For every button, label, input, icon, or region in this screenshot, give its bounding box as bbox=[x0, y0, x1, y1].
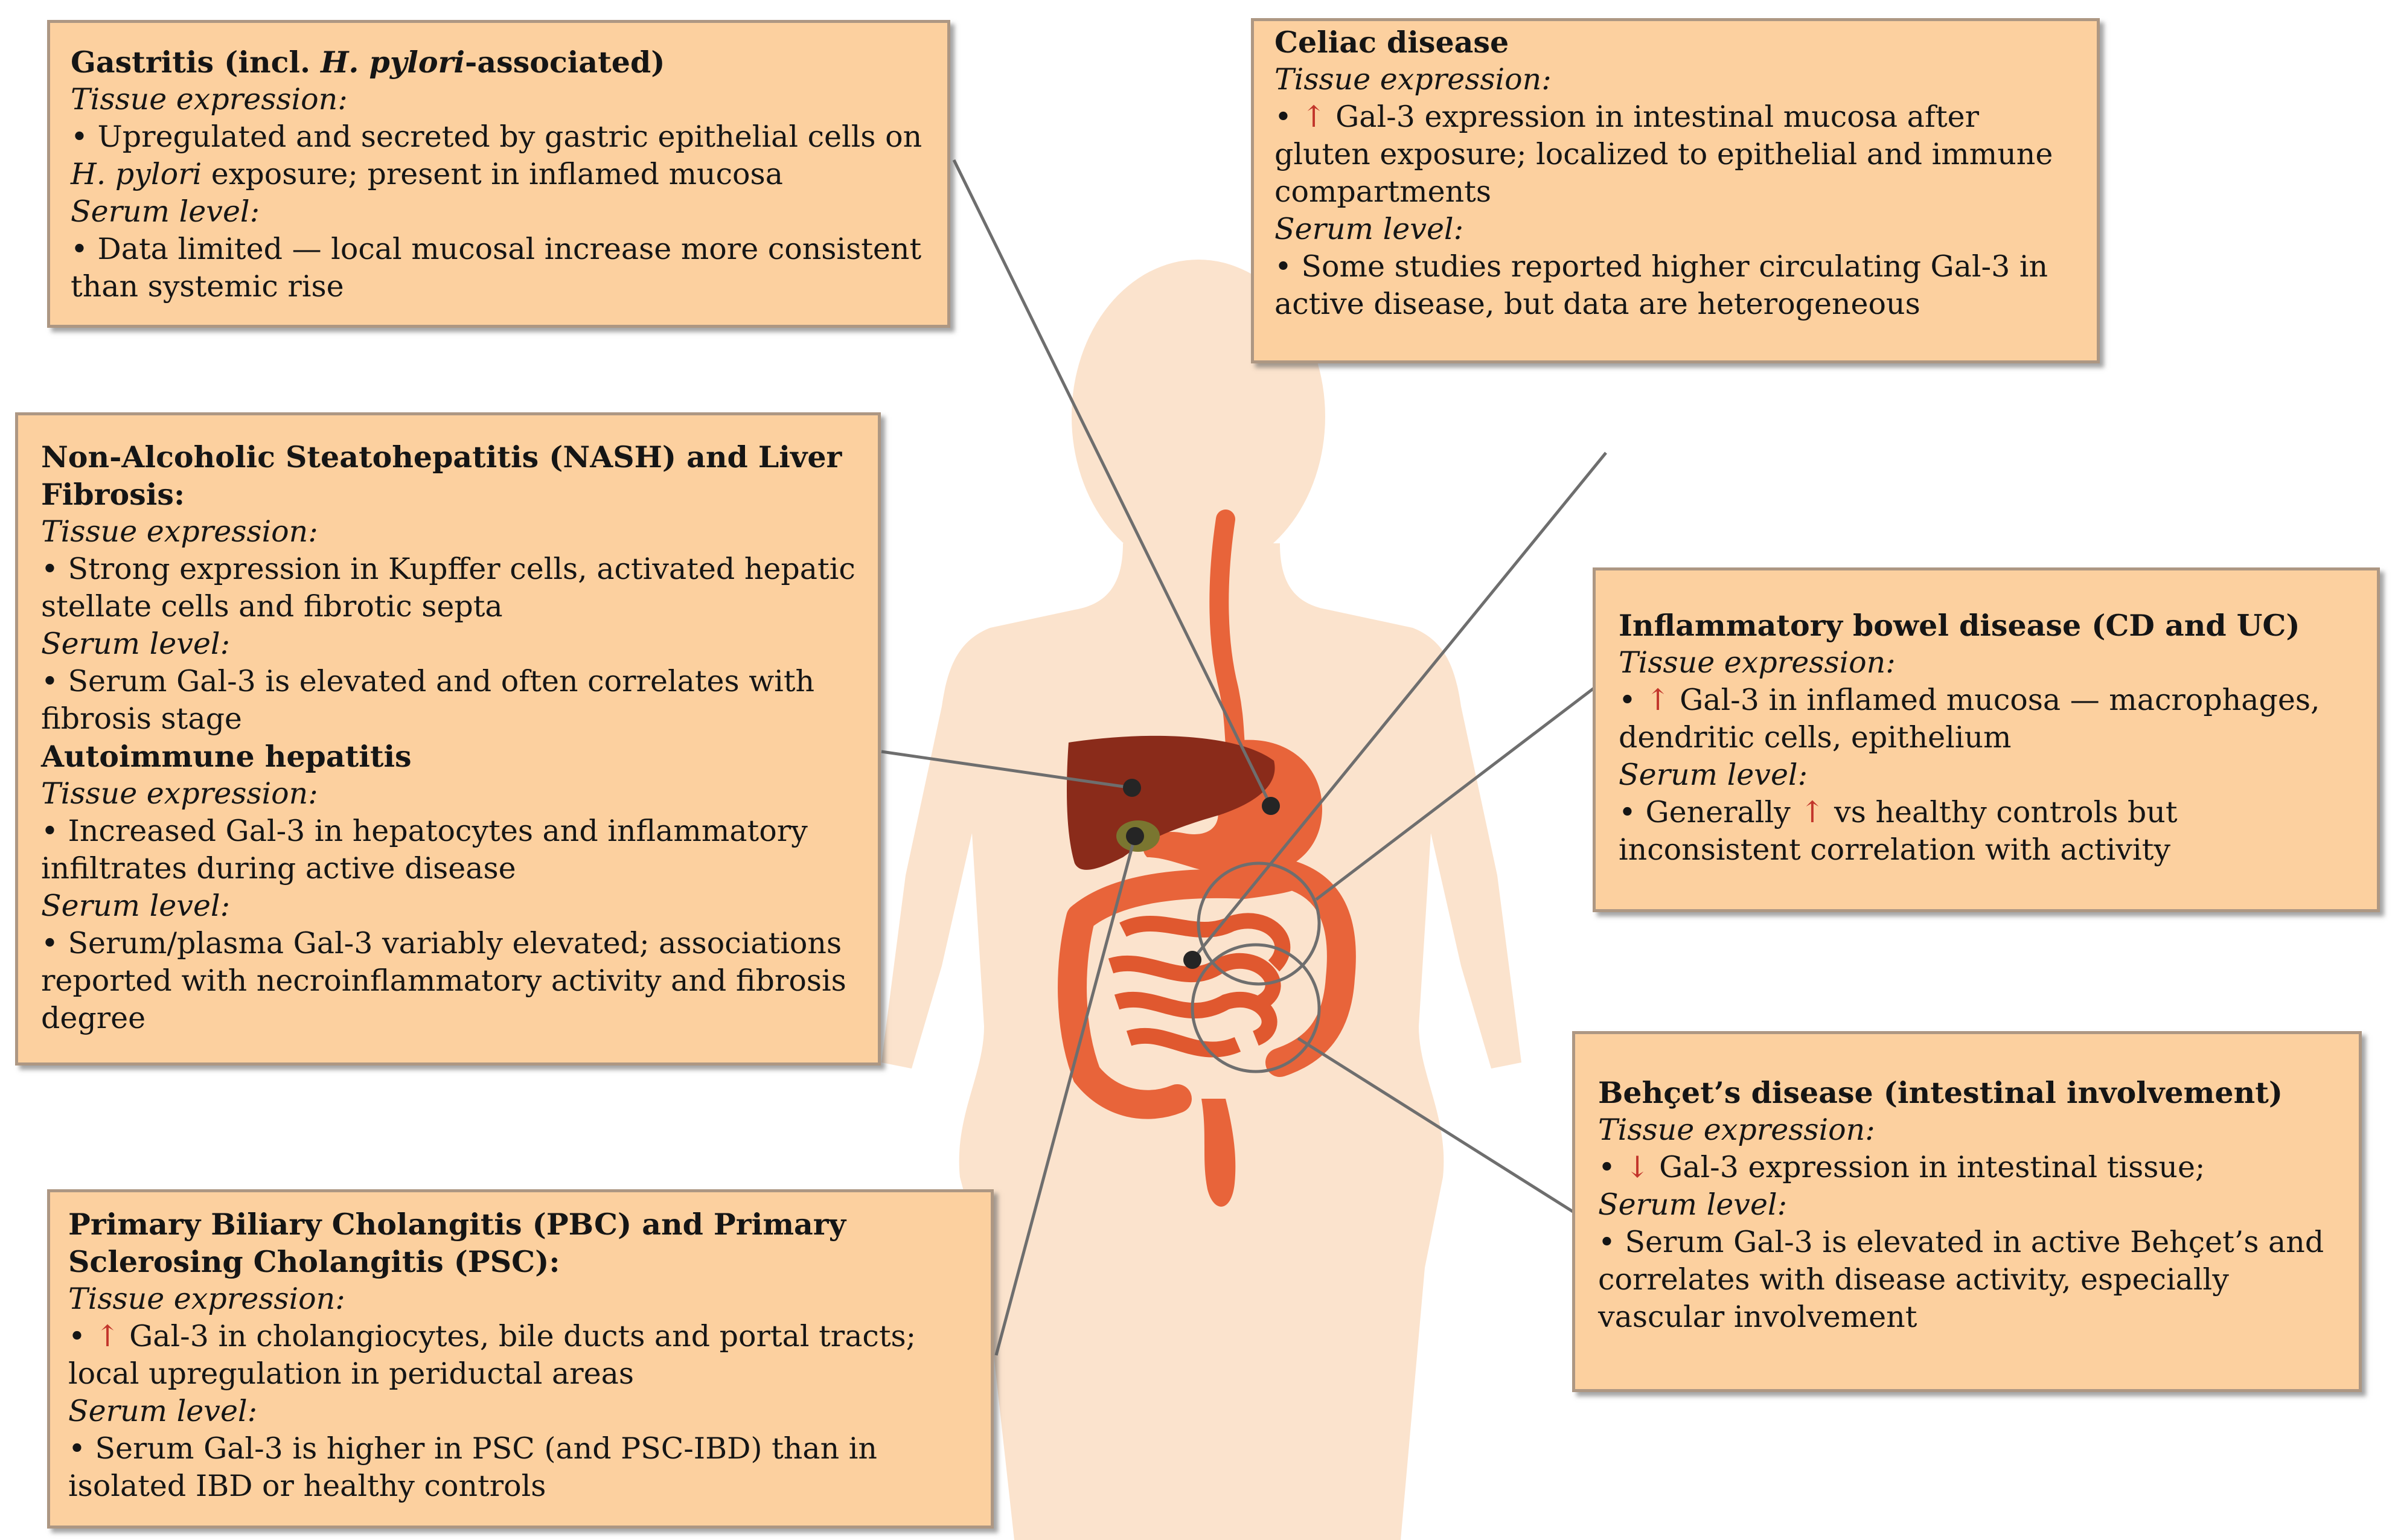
behcet-title: Behçet’s disease (intestinal involvement… bbox=[1598, 1075, 2283, 1110]
pbc-title: Primary Biliary Cholangitis (PBC) and Pr… bbox=[68, 1207, 846, 1279]
ibd-tissue-text: • ↑ Gal-3 in inflamed mucosa — macrophag… bbox=[1619, 683, 2320, 755]
celiac-box: Celiac disease Tissue expression: • ↑ Ga… bbox=[1251, 18, 2100, 363]
highlight-circle-behcet bbox=[1191, 943, 1321, 1073]
pbc-tissue-label: Tissue expression: bbox=[68, 1282, 345, 1316]
marker-gallbladder bbox=[1126, 827, 1144, 845]
leader-gastritis bbox=[952, 159, 1273, 807]
ibd-serum-label: Serum level: bbox=[1619, 758, 1808, 792]
gastritis-title: Gastritis (incl. H. pylori-associated) bbox=[71, 45, 665, 80]
gastritis-tissue-label: Tissue expression: bbox=[71, 82, 348, 117]
nash-serum-label: Serum level: bbox=[41, 627, 231, 661]
aih-title: Autoimmune hepatitis bbox=[41, 739, 412, 774]
celiac-tissue-text: • ↑ Gal-3 expression in intestinal mucos… bbox=[1274, 100, 2053, 209]
nash-serum-text: • Serum Gal-3 is elevated and often corr… bbox=[41, 664, 815, 736]
ibd-serum-text: • Generally ↑ vs healthy controls but in… bbox=[1619, 795, 2178, 867]
rectum bbox=[1201, 1099, 1236, 1207]
up-arrow-icon: ↑ bbox=[1645, 683, 1671, 717]
organ-markers bbox=[1123, 779, 1280, 969]
aih-serum-label: Serum level: bbox=[41, 889, 231, 923]
leader-pbc bbox=[994, 835, 1137, 1356]
marker-intestine bbox=[1183, 951, 1201, 969]
highlight-circle-ibd bbox=[1197, 861, 1321, 986]
marker-liver bbox=[1123, 779, 1141, 797]
ibd-box: Inflammatory bowel disease (CD and UC) T… bbox=[1593, 567, 2380, 912]
behcet-box: Behçet’s disease (intestinal involvement… bbox=[1572, 1031, 2362, 1392]
down-arrow-icon: ↓ bbox=[1625, 1150, 1650, 1184]
celiac-serum-text: • Some studies reported higher circulati… bbox=[1274, 249, 2048, 321]
nash-tissue-label: Tissue expression: bbox=[41, 514, 318, 549]
ibd-title: Inflammatory bowel disease (CD and UC) bbox=[1619, 608, 2300, 643]
leader-lines bbox=[881, 159, 1607, 1356]
pbc-box: Primary Biliary Cholangitis (PBC) and Pr… bbox=[47, 1189, 994, 1529]
nash-tissue-text: • Strong expression in Kupffer cells, ac… bbox=[41, 552, 855, 624]
large-intestine bbox=[1058, 861, 1356, 1119]
nash-title: Non-Alcoholic Steatohepatitis (NASH) and… bbox=[41, 439, 842, 512]
behcet-tissue-text: • ↓ Gal-3 expression in intestinal tissu… bbox=[1598, 1150, 2205, 1184]
pbc-serum-label: Serum level: bbox=[68, 1394, 258, 1428]
behcet-tissue-label: Tissue expression: bbox=[1598, 1113, 1875, 1147]
leader-nash bbox=[881, 750, 1133, 790]
up-arrow-icon: ↑ bbox=[1301, 100, 1326, 134]
celiac-title: Celiac disease bbox=[1274, 25, 1509, 60]
aih-tissue-label: Tissue expression: bbox=[41, 776, 318, 811]
gastritis-box: Gastritis (incl. H. pylori-associated) T… bbox=[47, 20, 950, 328]
aih-serum-text: • Serum/plasma Gal-3 variably elevated; … bbox=[41, 926, 846, 1035]
up-arrow-icon: ↑ bbox=[1800, 795, 1825, 829]
leader-celiac bbox=[1191, 452, 1607, 961]
nash-box: Non-Alcoholic Steatohepatitis (NASH) and… bbox=[15, 412, 881, 1066]
ibd-tissue-label: Tissue expression: bbox=[1619, 645, 1896, 680]
celiac-serum-label: Serum level: bbox=[1274, 212, 1464, 246]
celiac-tissue-label: Tissue expression: bbox=[1274, 62, 1552, 97]
marker-stomach bbox=[1262, 797, 1280, 815]
gastritis-tissue-text: • Upregulated and secreted by gastric ep… bbox=[71, 120, 923, 191]
pbc-serum-text: • Serum Gal-3 is higher in PSC (and PSC-… bbox=[68, 1431, 877, 1503]
behcet-serum-label: Serum level: bbox=[1598, 1187, 1788, 1222]
up-arrow-icon: ↑ bbox=[95, 1319, 120, 1353]
behcet-serum-text: • Serum Gal-3 is elevated in active Behç… bbox=[1598, 1225, 2324, 1334]
leader-behcet bbox=[1297, 1037, 1577, 1215]
pbc-tissue-text: • ↑ Gal-3 in cholangiocytes, bile ducts … bbox=[68, 1319, 916, 1391]
gastritis-serum-text: • Data limited — local mucosal increase … bbox=[71, 232, 922, 304]
gastritis-serum-label: Serum level: bbox=[71, 194, 260, 229]
aih-tissue-text: • Increased Gal-3 in hepatocytes and inf… bbox=[41, 814, 808, 886]
leader-ibd bbox=[1315, 687, 1595, 901]
